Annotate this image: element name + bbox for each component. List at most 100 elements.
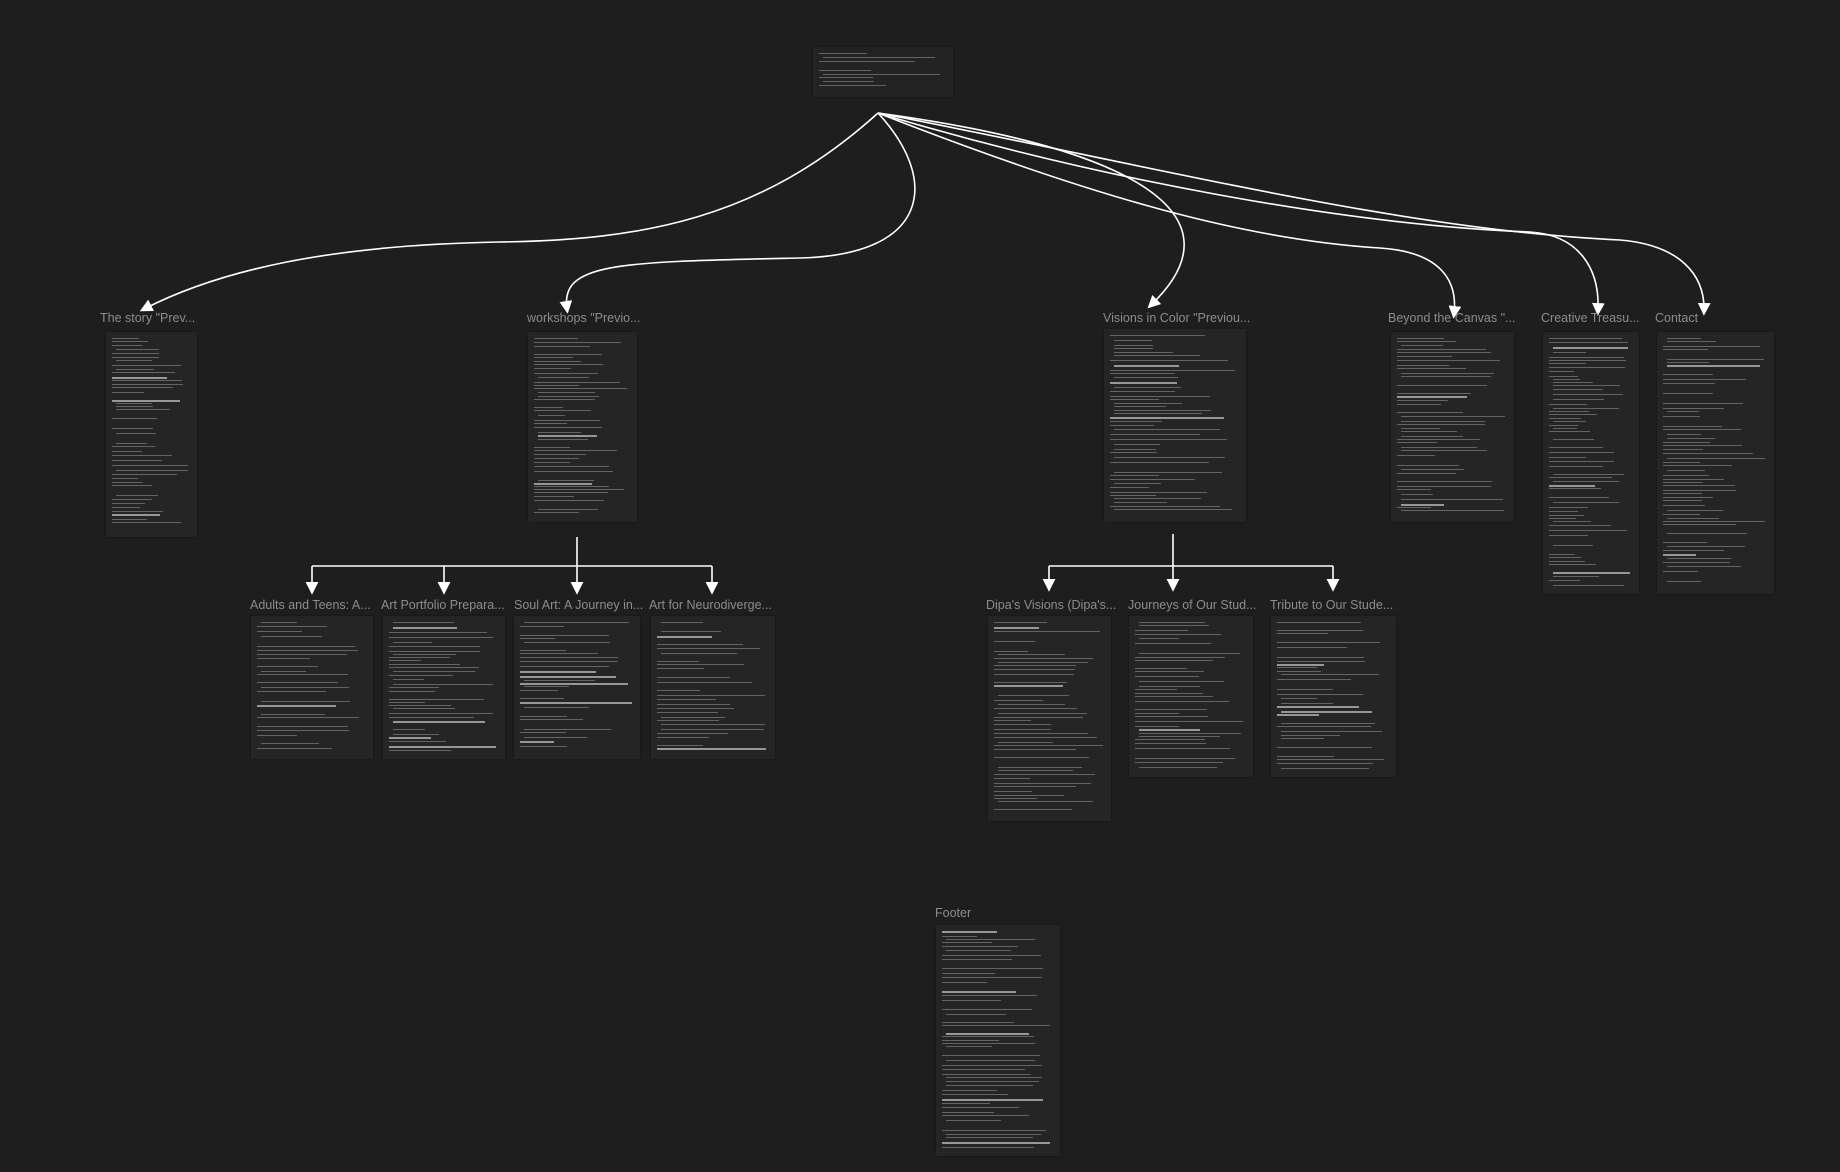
thumbnail-text-line: [1135, 696, 1214, 697]
page-card-footer[interactable]: [936, 925, 1060, 1156]
thumbnail-text-line: [661, 622, 704, 623]
thumbnail-text-line: [1110, 487, 1149, 488]
page-card-visions[interactable]: [1104, 329, 1246, 522]
thumbnail-text-line: [1114, 355, 1201, 356]
thumbnail-text-line: [1281, 698, 1318, 699]
thumbnail-text-line: [1397, 439, 1480, 440]
page-card-creative[interactable]: [1543, 332, 1639, 594]
thumbnail-text-line: [1135, 671, 1204, 672]
page-card-story[interactable]: [106, 332, 197, 537]
thumbnail-text-line: [942, 1036, 1035, 1037]
root-page-card[interactable]: [813, 47, 953, 97]
thumbnail-text-line: [661, 724, 765, 725]
thumbnail-text-line: [534, 466, 609, 467]
page-card-neuro[interactable]: [651, 616, 775, 759]
connector-workshops: [559, 112, 916, 314]
thumbnail-text-line: [1135, 643, 1212, 644]
thumbnail-text-line: [657, 644, 743, 645]
thumbnail-text-line: [1549, 511, 1579, 512]
thumbnail-text-line: [819, 61, 915, 62]
thumbnail-text-line: [1663, 497, 1714, 498]
thumbnail-text-line: [946, 939, 1035, 940]
thumbnail-text-line: [1667, 581, 1701, 582]
thumbnail-text-line: [257, 666, 318, 667]
thumbnail-text-line: [1401, 447, 1478, 448]
thumbnail-text-line: [1281, 711, 1372, 713]
thumbnail-text-line: [1397, 338, 1444, 339]
thumbnail-text-line: [942, 968, 1044, 969]
thumbnail-text-line: [1110, 396, 1210, 397]
thumbnail-text-line: [946, 1085, 1033, 1086]
thumbnail-text-line: [1549, 497, 1610, 498]
thumbnail-text-line: [116, 433, 157, 434]
thumbnail-text-line: [393, 627, 457, 629]
thumbnail-text-line: [994, 729, 1052, 730]
page-card-portfolio[interactable]: [383, 616, 505, 759]
thumbnail-text-line: [657, 677, 731, 678]
page-card-soul[interactable]: [514, 616, 640, 759]
thumbnail-text-line: [1401, 450, 1487, 451]
thumbnail-text-line: [257, 735, 297, 736]
thumbnail-text-line: [998, 742, 1054, 743]
thumbnail-text-line: [657, 695, 766, 696]
thumbnail-text-line: [1277, 714, 1319, 716]
thumbnail-text-line: [389, 713, 494, 714]
thumbnail-text-line: [1401, 436, 1464, 437]
thumbnail-text-line: [942, 931, 997, 933]
thumbnail-text-line: [1663, 453, 1753, 454]
page-card-tribute[interactable]: [1271, 616, 1396, 777]
thumbnail-text-line: [819, 77, 874, 78]
thumbnail-text-line: [1277, 679, 1351, 680]
thumbnail-text-line: [1139, 638, 1180, 639]
thumbnail-text-line: [1114, 472, 1223, 473]
thumbnail-text-line: [942, 991, 1016, 993]
thumbnail-text-line: [393, 642, 433, 643]
thumbnail-text-line: [112, 482, 144, 483]
thumbnail-text-line: [994, 685, 1064, 687]
thumbnail-text-line: [520, 683, 628, 685]
page-card-dipa[interactable]: [988, 616, 1111, 821]
thumbnail-text-line: [534, 447, 570, 448]
thumbnail-text-line: [1397, 341, 1456, 342]
thumbnail-text-line: [1663, 416, 1701, 417]
thumbnail-text-line: [1663, 374, 1714, 375]
thumbnail-text-line: [520, 653, 599, 654]
thumbnail-text-line: [112, 514, 160, 516]
thumbnail-text-line: [1401, 416, 1506, 417]
thumbnail-text-line: [1277, 647, 1347, 648]
thumbnail-text-line: [1397, 368, 1466, 369]
thumbnail-text-line: [1281, 731, 1383, 732]
page-card-beyond[interactable]: [1391, 332, 1514, 522]
thumbnail-text-line: [942, 1107, 1019, 1108]
page-card-contact[interactable]: [1657, 332, 1774, 594]
thumbnail-text-line: [1135, 721, 1244, 722]
thumbnail-text-line: [520, 702, 632, 704]
thumbnail-text-line: [994, 757, 1090, 758]
thumbnail-text-line: [524, 707, 589, 708]
thumbnail-text-line: [116, 409, 170, 410]
thumbnail-text-line: [998, 695, 1070, 696]
page-label-story: The story "Prev...: [100, 311, 196, 325]
thumbnail-text-line: [112, 478, 138, 479]
page-card-workshops[interactable]: [528, 332, 637, 522]
thumbnail-text-line: [1114, 387, 1182, 388]
thumbnail-text-line: [657, 748, 767, 750]
thumbnail-text-line: [257, 626, 327, 627]
thumbnail-text-line: [994, 778, 1031, 779]
thumbnail-text-line: [946, 1014, 1007, 1015]
thumbnail-text-line: [1277, 633, 1329, 634]
thumbnail-text-line: [112, 511, 163, 512]
page-card-journeys[interactable]: [1129, 616, 1253, 777]
thumbnail-text-line: [520, 650, 566, 651]
thumbnail-text-line: [112, 455, 172, 456]
thumbnail-text-line: [520, 690, 558, 691]
thumbnail-text-line: [661, 717, 726, 718]
thumbnail-text-line: [1114, 483, 1162, 484]
thumbnail-text-line: [257, 726, 349, 727]
thumbnail-text-line: [1114, 444, 1160, 445]
thumbnail-text-line: [1135, 739, 1206, 740]
page-card-adults[interactable]: [251, 616, 373, 759]
page-label-dipa: Dipa's Visions (Dipa's...: [986, 598, 1117, 612]
thumbnail-text-line: [1397, 404, 1441, 405]
thumbnail-text-line: [393, 734, 440, 735]
